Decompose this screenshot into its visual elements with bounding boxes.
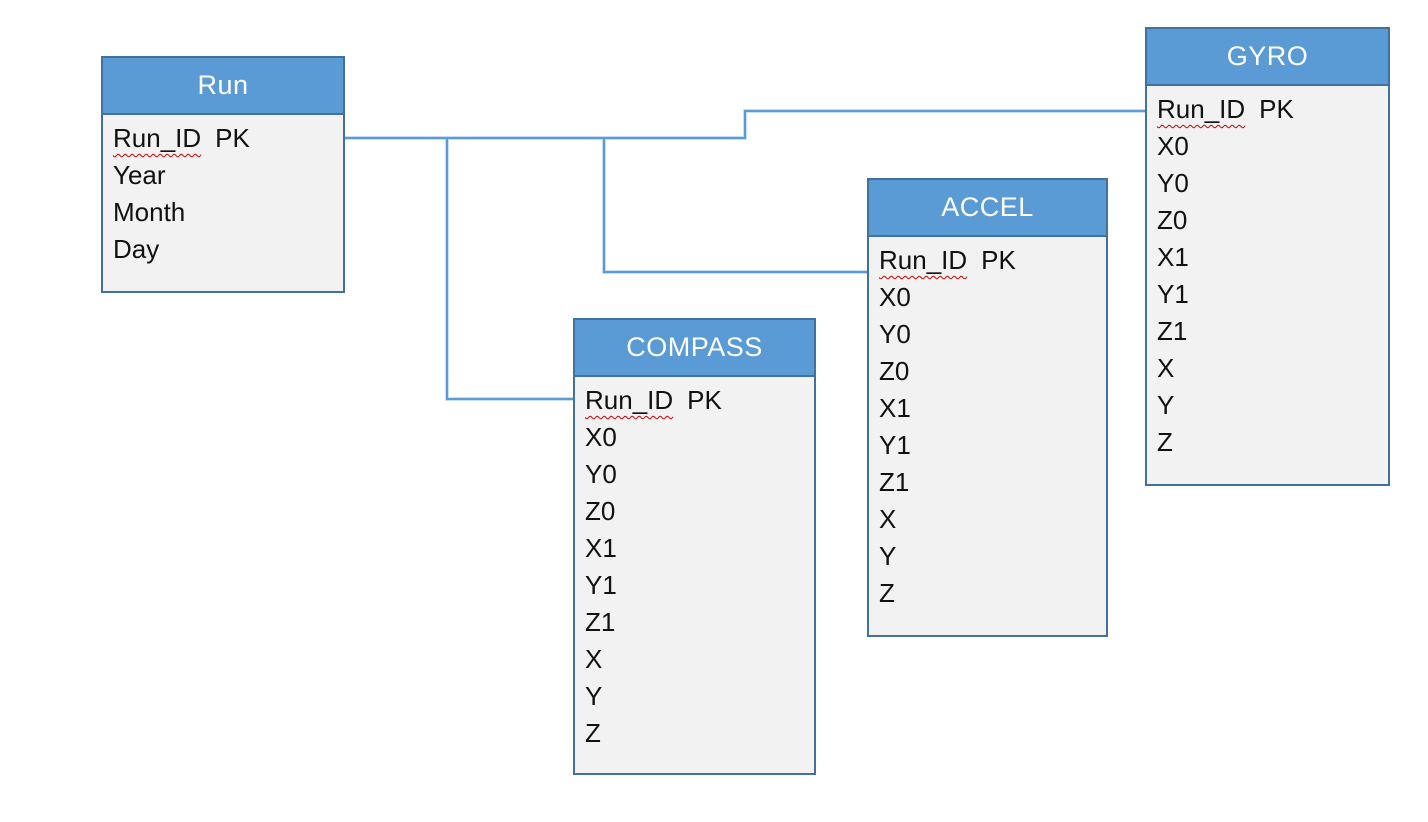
field-row: Z xyxy=(879,578,895,608)
field-row: X xyxy=(879,504,897,534)
field-row: Y0 xyxy=(585,459,617,489)
field-row: Z xyxy=(585,718,601,748)
entity-compass-fields: Run_ID PK X0 Y0 Z0 X1 Y1 Z1 X Y Z xyxy=(575,377,814,752)
field-row: X0 xyxy=(585,422,617,452)
field-row-pk: Run_ID PK xyxy=(879,242,1102,279)
field-row: Z1 xyxy=(585,607,616,637)
field-row: Z1 xyxy=(1157,316,1188,346)
field-row: Y0 xyxy=(879,319,911,349)
entity-accel-header: ACCEL xyxy=(869,180,1106,237)
field-row: Y1 xyxy=(585,570,617,600)
field-row: Z0 xyxy=(585,496,616,526)
field-row: Y1 xyxy=(1157,279,1189,309)
field-row-pk: Run_ID PK xyxy=(113,120,339,157)
pk-badge: PK xyxy=(687,385,722,415)
field-row: Y xyxy=(1157,390,1175,420)
entity-title: ACCEL xyxy=(941,192,1034,222)
entity-gyro-fields: Run_ID PK X0 Y0 Z0 X1 Y1 Z1 X Y Z xyxy=(1147,86,1388,461)
field-row-pk: Run_ID PK xyxy=(1157,91,1384,128)
field-row: X0 xyxy=(879,282,911,312)
field-row: Y xyxy=(585,681,603,711)
entity-run-header: Run xyxy=(103,58,343,115)
connector-run-compass-halo xyxy=(345,136,573,401)
field-row: Y0 xyxy=(1157,168,1189,198)
pk-badge: PK xyxy=(981,245,1016,275)
field-row: Z0 xyxy=(1157,205,1188,235)
field-row: X xyxy=(1157,353,1175,383)
field-row: Z xyxy=(1157,427,1173,457)
entity-gyro[interactable]: GYRO Run_ID PK X0 Y0 Z0 X1 Y1 Z1 X Y Z xyxy=(1145,27,1390,486)
field-row: Z0 xyxy=(879,356,910,386)
pk-badge: PK xyxy=(1259,94,1294,124)
entity-run-fields: Run_ID PK Year Month Day xyxy=(103,115,343,268)
entity-accel[interactable]: ACCEL Run_ID PK X0 Y0 Z0 X1 Y1 Z1 X Y Z xyxy=(867,178,1108,637)
pk-field-name: Run_ID xyxy=(879,245,968,275)
entity-gyro-header: GYRO xyxy=(1147,29,1388,86)
entity-title: COMPASS xyxy=(626,332,763,362)
field-row-pk: Run_ID PK xyxy=(585,382,810,419)
pk-field-name: Run_ID xyxy=(113,123,202,153)
field-row: Year xyxy=(113,160,166,190)
field-row: X0 xyxy=(1157,131,1189,161)
connector-run-accel-halo xyxy=(345,136,867,274)
field-row: X1 xyxy=(879,393,911,423)
connector-run-gyro[interactable] xyxy=(345,110,1145,139)
field-row: X1 xyxy=(1157,242,1189,272)
field-row: Day xyxy=(113,234,160,264)
connector-run-compass[interactable] xyxy=(345,137,573,400)
pk-field-name: Run_ID xyxy=(585,385,674,415)
field-row: Y1 xyxy=(879,430,911,460)
pk-badge: PK xyxy=(215,123,250,153)
entity-compass-header: COMPASS xyxy=(575,320,814,377)
field-row: X1 xyxy=(585,533,617,563)
pk-field-name: Run_ID xyxy=(1157,94,1246,124)
connector-run-accel[interactable] xyxy=(345,137,867,273)
entity-title: GYRO xyxy=(1226,41,1309,71)
field-row: Z1 xyxy=(879,467,910,497)
field-row: Month xyxy=(113,197,186,227)
field-row: Y xyxy=(879,541,897,571)
entity-run[interactable]: Run Run_ID PK Year Month Day xyxy=(101,56,345,293)
field-row: X xyxy=(585,644,603,674)
entity-title: Run xyxy=(197,70,249,100)
entity-compass[interactable]: COMPASS Run_ID PK X0 Y0 Z0 X1 Y1 Z1 X Y Z xyxy=(573,318,816,775)
entity-accel-fields: Run_ID PK X0 Y0 Z0 X1 Y1 Z1 X Y Z xyxy=(869,237,1106,612)
